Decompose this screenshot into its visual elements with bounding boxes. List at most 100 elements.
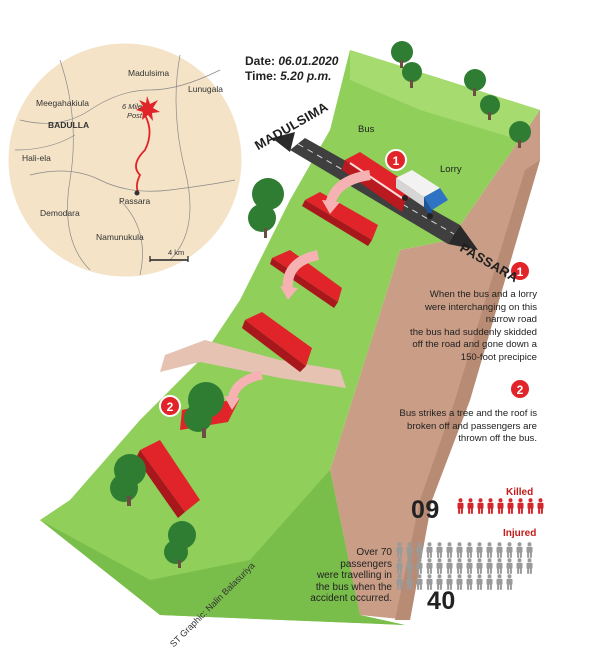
injured-icon-row — [395, 558, 535, 574]
svg-text:2: 2 — [167, 400, 174, 414]
person-icon — [516, 558, 523, 574]
person-icon — [516, 542, 523, 558]
map-label-namunukula: Namunukula — [96, 232, 144, 242]
injured-label: Injured — [503, 528, 537, 539]
map-label-hali-ela: Hali-ela — [22, 153, 51, 163]
person-icon — [426, 542, 433, 558]
person-icon — [486, 542, 493, 558]
motion-arrow-2 — [282, 250, 320, 291]
person-icon — [487, 498, 494, 514]
person-icon — [496, 574, 503, 590]
person-icon — [497, 498, 504, 514]
person-icon — [526, 542, 533, 558]
injured-icon-row — [395, 542, 535, 558]
person-icon — [456, 574, 463, 590]
person-icon — [446, 542, 453, 558]
step-2-description: Bus strikes a tree and the roof is broke… — [399, 408, 537, 444]
lorry-tag: Lorry — [440, 164, 462, 175]
person-icon — [526, 558, 533, 574]
person-icon — [406, 542, 413, 558]
map-label-madulsima: Madulsima — [128, 68, 170, 78]
person-icon — [506, 558, 513, 574]
step-marker-2-legend: 2 — [509, 378, 531, 400]
person-icon — [436, 574, 443, 590]
person-icon — [396, 558, 403, 574]
tree — [110, 454, 146, 506]
track-band — [160, 340, 346, 388]
person-icon — [436, 558, 443, 574]
cliff-shadow — [395, 160, 540, 620]
person-icon — [466, 542, 473, 558]
injured-icon-row — [395, 574, 535, 590]
person-icon — [406, 574, 413, 590]
person-icon — [496, 542, 503, 558]
person-icon — [467, 498, 474, 514]
person-icon — [396, 542, 403, 558]
person-icon — [537, 498, 544, 514]
person-icon — [457, 498, 464, 514]
locator-map — [5, 40, 245, 280]
cliff-face — [330, 110, 540, 620]
person-icon — [506, 574, 513, 590]
map-label-demodara: Demodara — [40, 208, 80, 218]
step-marker-1-scene: 1 — [385, 149, 407, 171]
step-marker-2-scene: 2 — [159, 395, 181, 417]
svg-text:1: 1 — [393, 154, 400, 168]
lorry-on-road — [396, 170, 448, 219]
grass-shade — [40, 470, 405, 625]
passenger-note: Over 70 passengers were travelling in th… — [310, 547, 392, 604]
crash-site-icon — [136, 96, 160, 121]
person-icon — [517, 498, 524, 514]
injured-count: 40 — [427, 587, 456, 615]
map-label-6-mile-post: 6 Mile Post — [121, 102, 142, 120]
tree — [464, 69, 486, 96]
road-arrow-south — [448, 225, 478, 250]
map-label-meegahakiula: Meegahakiula — [36, 98, 89, 108]
tree — [248, 178, 284, 238]
date-line: Date: 06.01.2020 — [245, 54, 339, 68]
injured-icons — [395, 542, 535, 590]
tree — [391, 41, 413, 68]
person-icon — [486, 574, 493, 590]
falling-bus-3 — [242, 312, 312, 372]
person-icon — [476, 558, 483, 574]
person-icon — [486, 558, 493, 574]
person-icon — [446, 558, 453, 574]
person-icon — [476, 542, 483, 558]
person-icon — [456, 542, 463, 558]
step-1-description: When the bus and a lorry were interchang… — [410, 289, 537, 363]
person-icon — [476, 574, 483, 590]
person-icon — [446, 574, 453, 590]
falling-bus-1 — [302, 192, 378, 246]
grass-ridge — [350, 50, 540, 140]
person-icon — [396, 574, 403, 590]
tree — [402, 62, 422, 88]
person-icon — [506, 542, 513, 558]
person-icon — [466, 558, 473, 574]
svg-text:2: 2 — [517, 383, 524, 397]
tree — [164, 521, 196, 568]
route-line — [135, 111, 151, 193]
map-label-passara: Passara — [119, 196, 151, 206]
person-icon — [466, 574, 473, 590]
person-icon — [456, 558, 463, 574]
tree — [509, 121, 531, 148]
person-icon — [436, 542, 443, 558]
person-icon — [496, 558, 503, 574]
killed-count: 09 — [411, 496, 440, 524]
person-icon — [477, 498, 484, 514]
map-scale-label: 4 km — [168, 248, 185, 257]
person-icon — [416, 542, 423, 558]
person-icon — [416, 558, 423, 574]
person-icon — [527, 498, 534, 514]
person-icon — [426, 574, 433, 590]
map-label-badulla: BADULLA — [48, 120, 90, 130]
passara-dot — [134, 190, 140, 196]
killed-label: Killed — [506, 487, 534, 498]
map-label-lunugala: Lunugala — [188, 84, 223, 94]
killed-icons — [456, 498, 546, 519]
time-line: Time: 5.20 p.m. — [245, 69, 332, 83]
step-marker-1-legend: 1 — [509, 260, 531, 282]
